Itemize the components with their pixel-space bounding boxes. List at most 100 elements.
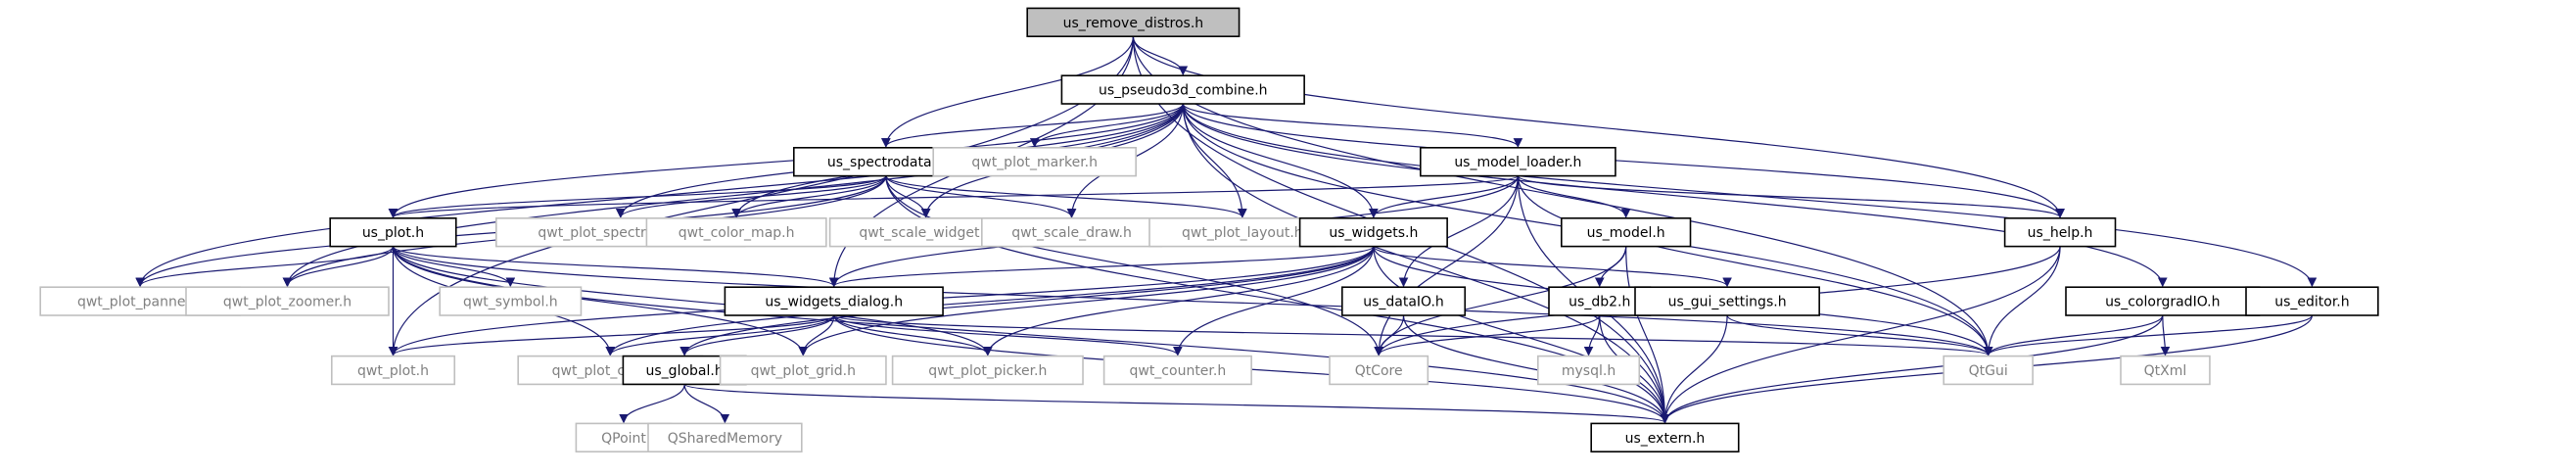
edge-us_remove_distros-to-us_help bbox=[1132, 36, 2065, 218]
node-us-dataIO[interactable]: us_dataIO.h bbox=[1341, 286, 1467, 316]
node-box bbox=[1341, 286, 1467, 316]
node-box bbox=[647, 422, 803, 452]
node-label: QtGui bbox=[1969, 363, 2008, 379]
node-qwt-symbol: qwt_symbol.h bbox=[439, 286, 583, 316]
edge-us_model_loader-to-us_model bbox=[1517, 175, 1631, 218]
node-us-model[interactable]: us_model.h bbox=[1561, 217, 1692, 248]
edge-us_help-to-us_extern bbox=[1660, 246, 2061, 424]
node-label: qwt_symbol.h bbox=[463, 295, 558, 310]
node-us-widgets-dialog[interactable]: us_widgets_dialog.h bbox=[724, 286, 944, 316]
edge-us_pseudo3d_combine-to-us_plot bbox=[388, 103, 1184, 218]
node-box bbox=[439, 286, 583, 316]
node-label: us_widgets_dialog.h bbox=[765, 295, 903, 310]
node-QSharedMemory: QSharedMemory bbox=[647, 422, 803, 452]
edge-us_widgets-to-qwt_plot_picker bbox=[983, 246, 1375, 356]
edge-us_widgets-to-qwt_counter bbox=[1173, 246, 1375, 356]
node-label: qwt_scale_draw.h bbox=[1011, 225, 1132, 241]
node-box bbox=[1102, 355, 1252, 386]
edge-us_model_loader-to-QtCore bbox=[1374, 175, 1519, 356]
node-label: us_help.h bbox=[2028, 225, 2093, 241]
edge-us_model_loader-to-QtGui bbox=[1517, 175, 1993, 356]
edge-us_pseudo3d_combine-to-qwt_plot_panner bbox=[135, 103, 1184, 288]
node-box bbox=[330, 355, 456, 386]
node-box bbox=[1298, 217, 1448, 248]
edge-us_spectrodata-to-qwt_color_map bbox=[731, 175, 887, 218]
edge-us_model_loader-to-us_help bbox=[1517, 175, 2065, 218]
edge-us_widgets_dialog-to-qwt_plot_picker bbox=[833, 314, 993, 356]
node-us-gui-settings[interactable]: us_gui_settings.h bbox=[1634, 286, 1820, 316]
edge-us_plot-to-us_extern bbox=[392, 246, 1670, 424]
node-box bbox=[2120, 355, 2211, 386]
edge-us_widgets-to-us_widgets_dialog bbox=[829, 246, 1375, 288]
edge-us_pseudo3d_combine-to-us_model_loader bbox=[1182, 103, 1523, 148]
node-qwt-counter: qwt_counter.h bbox=[1102, 355, 1252, 386]
node-label: us_global.h bbox=[646, 363, 724, 379]
edge-us_pseudo3d_combine-to-us_spectrodata bbox=[881, 103, 1184, 148]
edge-us_widgets_dialog-to-qwt_plot_curve bbox=[605, 314, 835, 356]
node-label: qwt_plot.h bbox=[357, 363, 429, 379]
node-label: us_spectrodata.h bbox=[827, 155, 945, 170]
node-us-remove-distros[interactable]: us_remove_distros.h bbox=[1026, 7, 1241, 37]
node-us-db2[interactable]: us_db2.h bbox=[1548, 286, 1652, 316]
edge-us_plot-to-qwt_plot_grid bbox=[392, 246, 809, 356]
node-label: us_colorgradIO.h bbox=[2105, 295, 2220, 310]
edge-us_db2-to-mysql bbox=[1583, 314, 1601, 356]
edge-us_spectrodata-to-us_plot bbox=[388, 175, 887, 218]
edge-us_pseudo3d_combine-to-us_colorgradIO bbox=[1182, 103, 2168, 288]
node-label: QSharedMemory bbox=[668, 431, 782, 447]
node-qwt-color-map: qwt_color_map.h bbox=[645, 217, 827, 248]
node-us-editor[interactable]: us_editor.h bbox=[2245, 286, 2379, 316]
edge-us_widgets-to-qwt_plot_curve bbox=[605, 246, 1375, 356]
edge-us_widgets-to-qwt_plot_grid bbox=[798, 246, 1375, 356]
node-box bbox=[1561, 217, 1692, 248]
edge-us_help-to-QtGui bbox=[1983, 246, 2061, 356]
edge-us_gui_settings-to-us_extern bbox=[1660, 314, 1728, 424]
node-label: us_model_loader.h bbox=[1454, 155, 1581, 170]
node-us-widgets[interactable]: us_widgets.h bbox=[1298, 217, 1448, 248]
node-us-pseudo3d-combine[interactable]: us_pseudo3d_combine.h bbox=[1060, 74, 1305, 105]
node-qwt-plot-zoomer: qwt_plot_zoomer.h bbox=[185, 286, 390, 316]
node-label: us_extern.h bbox=[1625, 431, 1706, 447]
edge-us_model_loader-to-us_widgets bbox=[1369, 175, 1519, 218]
node-box bbox=[891, 355, 1084, 386]
edge-us_colorgradIO-to-QtGui bbox=[1983, 314, 2164, 356]
node-mysql: mysql.h bbox=[1537, 355, 1641, 386]
node-us-extern[interactable]: us_extern.h bbox=[1590, 422, 1740, 452]
node-box bbox=[724, 286, 944, 316]
node-label: us_pseudo3d_combine.h bbox=[1099, 83, 1268, 99]
edge-us_gui_settings-to-QtGui bbox=[1726, 314, 1993, 356]
node-box bbox=[1537, 355, 1641, 386]
node-box bbox=[719, 355, 887, 386]
edge-us_db2-to-QtCore bbox=[1374, 314, 1601, 356]
node-label: qwt_plot_layout.h bbox=[1182, 225, 1303, 241]
node-qwt-plot: qwt_plot.h bbox=[330, 355, 456, 386]
node-us-colorgradIO[interactable]: us_colorgradIO.h bbox=[2065, 286, 2261, 316]
edge-us_colorgradIO-to-QtXml bbox=[2160, 314, 2171, 356]
node-qwt-scale-draw: qwt_scale_draw.h bbox=[980, 217, 1163, 248]
node-label: us_dataIO.h bbox=[1363, 295, 1444, 310]
node-label: qwt_plot_marker.h bbox=[971, 155, 1098, 170]
node-label: QtXml bbox=[2144, 363, 2187, 379]
edge-us_widgets_dialog-to-us_global bbox=[679, 314, 835, 356]
node-us-help[interactable]: us_help.h bbox=[2003, 217, 2117, 248]
node-box bbox=[1590, 422, 1740, 452]
node-label: qwt_plot_grid.h bbox=[751, 363, 856, 379]
edge-us_spectrodata-to-us_extern bbox=[885, 175, 1670, 424]
node-box bbox=[185, 286, 390, 316]
node-box bbox=[1943, 355, 2034, 386]
edge-us_spectrodata-to-qwt_plot_layout bbox=[885, 175, 1247, 218]
node-us-model-loader[interactable]: us_model_loader.h bbox=[1420, 147, 1616, 177]
node-label: qwt_plot_panner.h bbox=[77, 295, 203, 310]
edge-us_global-to-QPoint bbox=[619, 384, 685, 424]
edge-us_spectrodata-to-qwt_plot_spectrogram bbox=[616, 175, 887, 218]
node-box bbox=[1026, 7, 1241, 37]
edge-us_plot-to-qwt_symbol bbox=[392, 246, 516, 288]
node-QtCore: QtCore bbox=[1329, 355, 1429, 386]
node-label: qwt_color_map.h bbox=[679, 225, 795, 241]
node-us-plot[interactable]: us_plot.h bbox=[329, 217, 457, 248]
node-box bbox=[1548, 286, 1652, 316]
edge-us_pseudo3d_combine-to-qwt_plot_zoomer bbox=[282, 103, 1184, 288]
node-label: qwt_scale_widget.h bbox=[859, 225, 992, 241]
edge-us_plot-to-qwt_plot_picker bbox=[392, 246, 993, 356]
node-box bbox=[980, 217, 1163, 248]
